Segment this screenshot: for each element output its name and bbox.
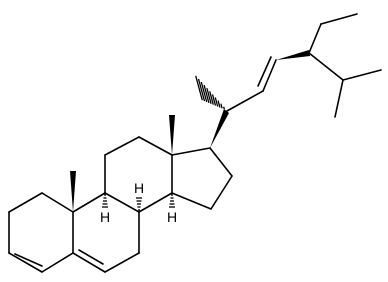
- c24-wedge-bond: [276, 50, 310, 60]
- c14-hashed-bond: [169, 194, 175, 208]
- ring-c: [104, 136, 173, 213]
- svg-text:H: H: [100, 209, 110, 225]
- ring-d: [171, 147, 233, 210]
- svg-text:H: H: [134, 180, 144, 196]
- svg-text:H: H: [167, 209, 177, 225]
- ring-a: [8, 192, 74, 273]
- c20-wedge-bond: [210, 109, 229, 148]
- c8-hashed-bond: [102, 194, 108, 208]
- atom-label-h14: H: [165, 208, 179, 226]
- side-chain: [195, 13, 382, 148]
- c9-hashed-bond: [136, 197, 142, 211]
- c19-methyl-wedge-bond: [70, 171, 76, 212]
- atom-label-h8: H: [98, 208, 112, 226]
- c18-methyl-wedge-bond: [169, 115, 175, 155]
- ring-b: [72, 192, 140, 273]
- c21-methyl-hashed-bond: [195, 75, 225, 110]
- atom-label-h9: H: [132, 179, 146, 197]
